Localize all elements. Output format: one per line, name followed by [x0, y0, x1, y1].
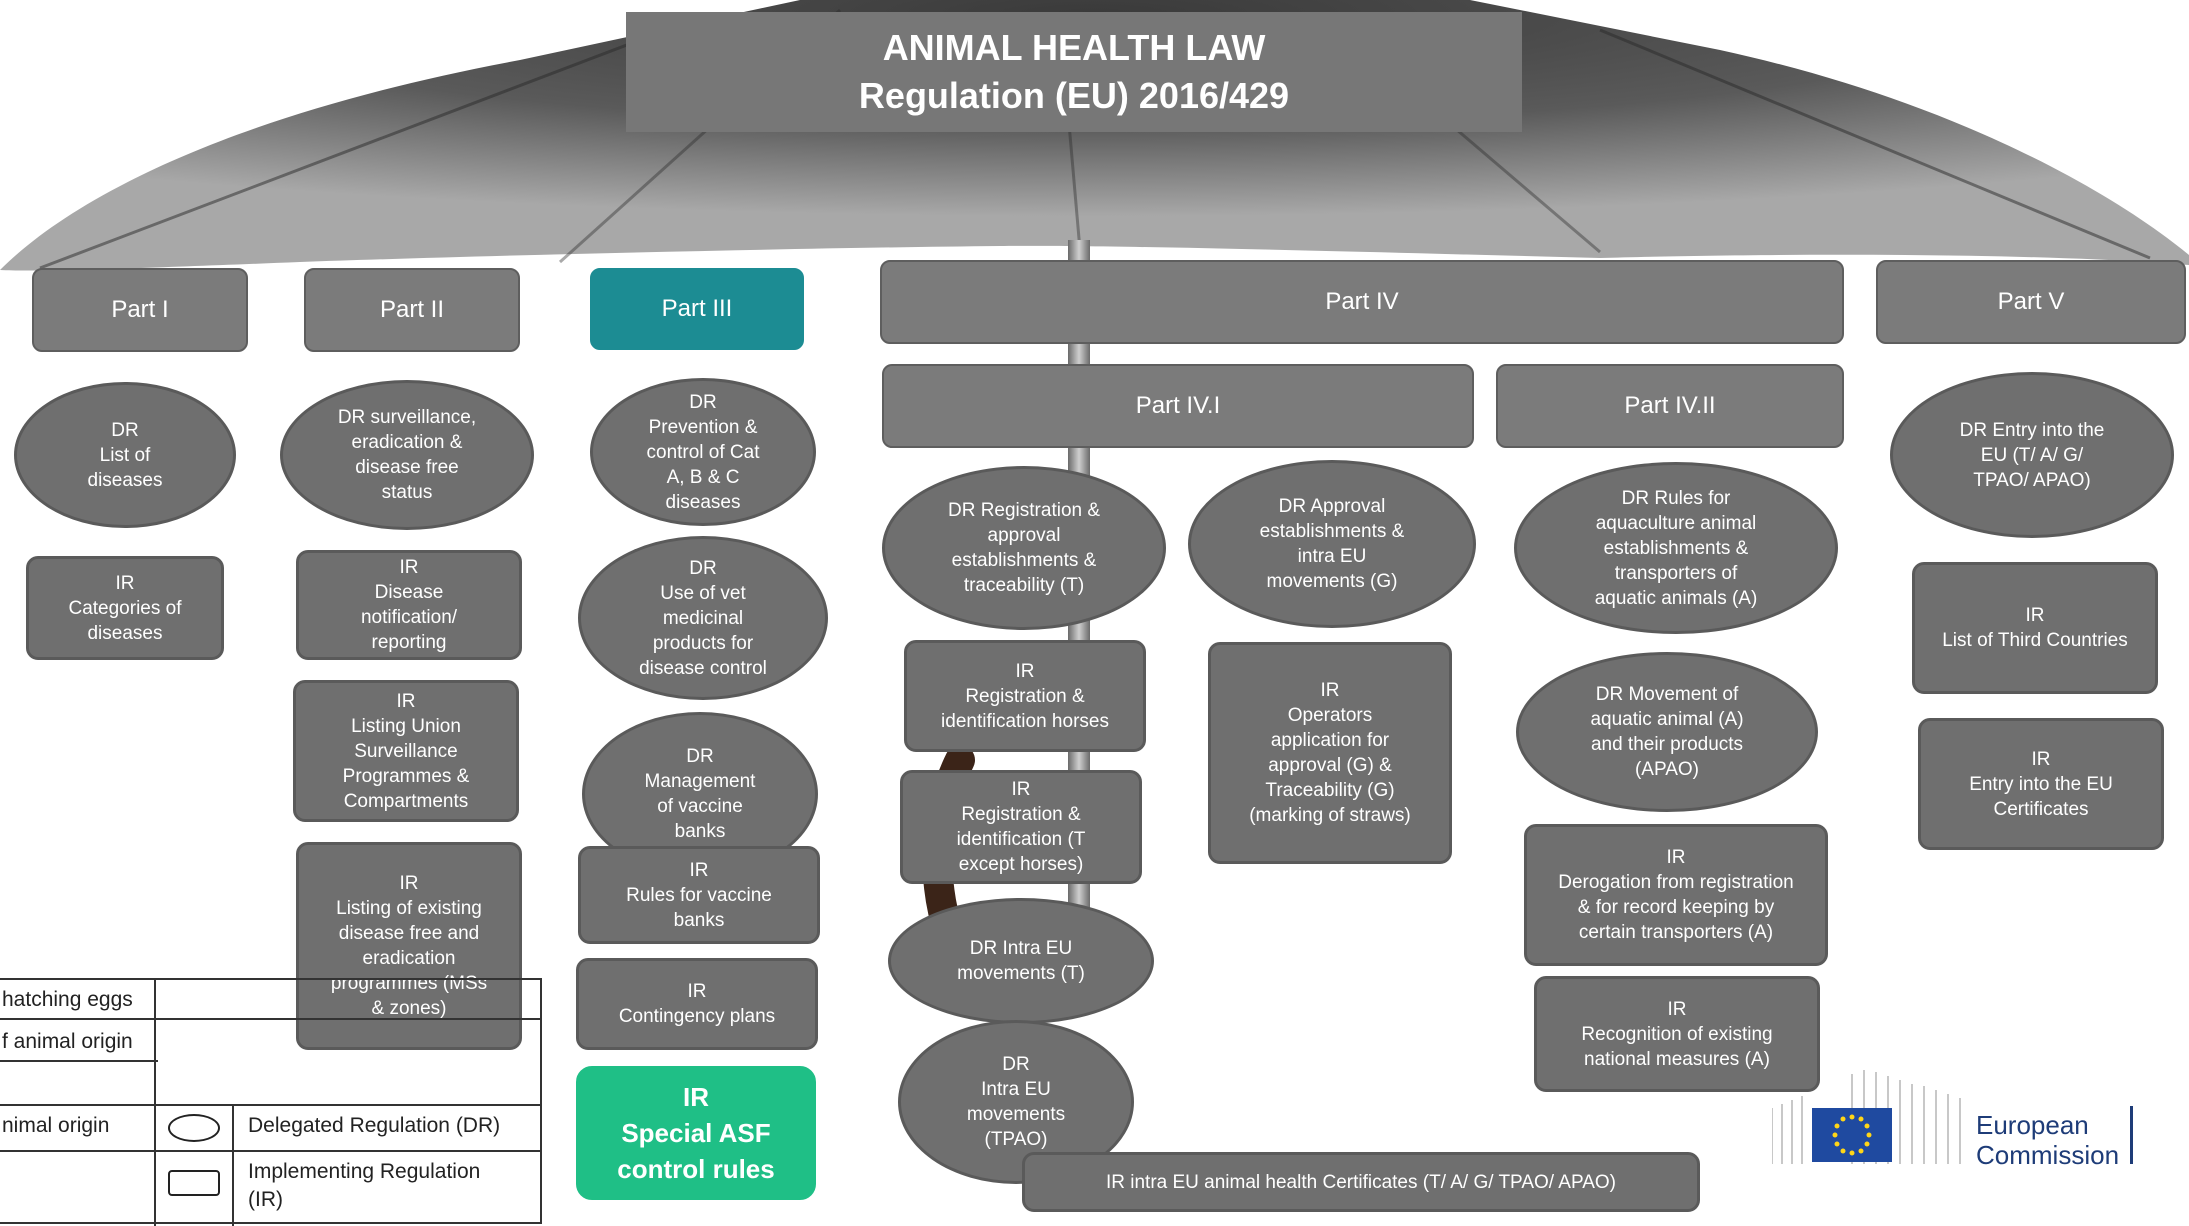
ir-list-of-third-countries: IR List of Third Countries	[1912, 562, 2158, 694]
ir-intra-eu-certificates: IR intra EU animal health Certificates (…	[1022, 1152, 1700, 1212]
ir-special-asf-control-rules: IR Special ASF control rules	[576, 1066, 816, 1200]
dr-list-of-diseases: DR List of diseases	[14, 382, 236, 528]
ir-registration-horses: IR Registration & identification horses	[904, 640, 1146, 752]
ir-recognition-national-measures: IR Recognition of existing national meas…	[1534, 976, 1820, 1092]
dr-registration-approval: DR Registration & approval establishment…	[882, 466, 1166, 630]
dr-surveillance-eradication: DR surveillance, eradication & disease f…	[280, 380, 534, 530]
title-banner: ANIMAL HEALTH LAW Regulation (EU) 2016/4…	[626, 12, 1522, 132]
dr-approval-establishments: DR Approval establishments & intra EU mo…	[1188, 460, 1476, 628]
part-4-2-header: Part IV.II	[1496, 364, 1844, 448]
ir-listing-union-surveillance: IR Listing Union Surveillance Programmes…	[293, 680, 519, 822]
logo-divider	[2130, 1106, 2133, 1164]
european-commission-logo-icon	[1772, 1070, 1961, 1164]
ir-categories-of-diseases: IR Categories of diseases	[26, 556, 224, 660]
part-4-header: Part IV	[880, 260, 1844, 344]
legend-rect-symbol	[168, 1170, 220, 1196]
ir-entry-into-eu-certificates: IR Entry into the EU Certificates	[1918, 718, 2164, 850]
page-subtitle: Regulation (EU) 2016/429	[858, 75, 1290, 116]
ir-rules-vaccine-banks: IR Rules for vaccine banks	[578, 846, 820, 944]
logo-text-commission: Commission	[1976, 1140, 2120, 1170]
legend-row-animal-origin: f animal origin	[2, 1030, 133, 1053]
part-3-header: Part III	[590, 268, 804, 350]
legend-row-hatching-eggs: hatching eggs	[2, 988, 133, 1011]
legend-row-nimal-origin: nimal origin	[2, 1114, 110, 1137]
ir-contingency-plans: IR Contingency plans	[576, 958, 818, 1050]
ir-derogation-registration: IR Derogation from registration & for re…	[1524, 824, 1828, 966]
ir-registration-except-horses: IR Registration & identification (T exce…	[900, 770, 1142, 884]
legend-ir-label: Implementing Regulation (IR)	[248, 1160, 481, 1211]
ir-operators-application: IR Operators application for approval (G…	[1208, 642, 1452, 864]
part-5-header: Part V	[1876, 260, 2186, 344]
ir-disease-notification: IR Disease notification/ reporting	[296, 550, 522, 660]
logo-text-european: European	[1976, 1110, 2089, 1140]
legend-dr-label: Delegated Regulation (DR)	[248, 1114, 501, 1137]
part-1-header: Part I	[32, 268, 248, 352]
dr-movement-aquatic-animal: DR Movement of aquatic animal (A) and th…	[1516, 652, 1818, 812]
dr-intra-eu-movements-t: DR Intra EU movements (T)	[888, 898, 1154, 1024]
dr-prevention-control: DR Prevention & control of Cat A, B & C …	[590, 378, 816, 526]
legend: hatching eggs f animal origin nimal orig…	[0, 978, 542, 1226]
part-2-header: Part II	[304, 268, 520, 352]
dr-rules-aquaculture: DR Rules for aquaculture animal establis…	[1514, 462, 1838, 634]
page-title: ANIMAL HEALTH LAW	[882, 27, 1266, 68]
legend-ellipse-symbol	[168, 1114, 220, 1142]
dr-use-of-vet-medicinal: DR Use of vet medicinal products for dis…	[578, 536, 828, 700]
part-4-1-header: Part IV.I	[882, 364, 1474, 448]
dr-entry-into-eu: DR Entry into the EU (T/ A/ G/ TPAO/ APA…	[1890, 372, 2174, 538]
